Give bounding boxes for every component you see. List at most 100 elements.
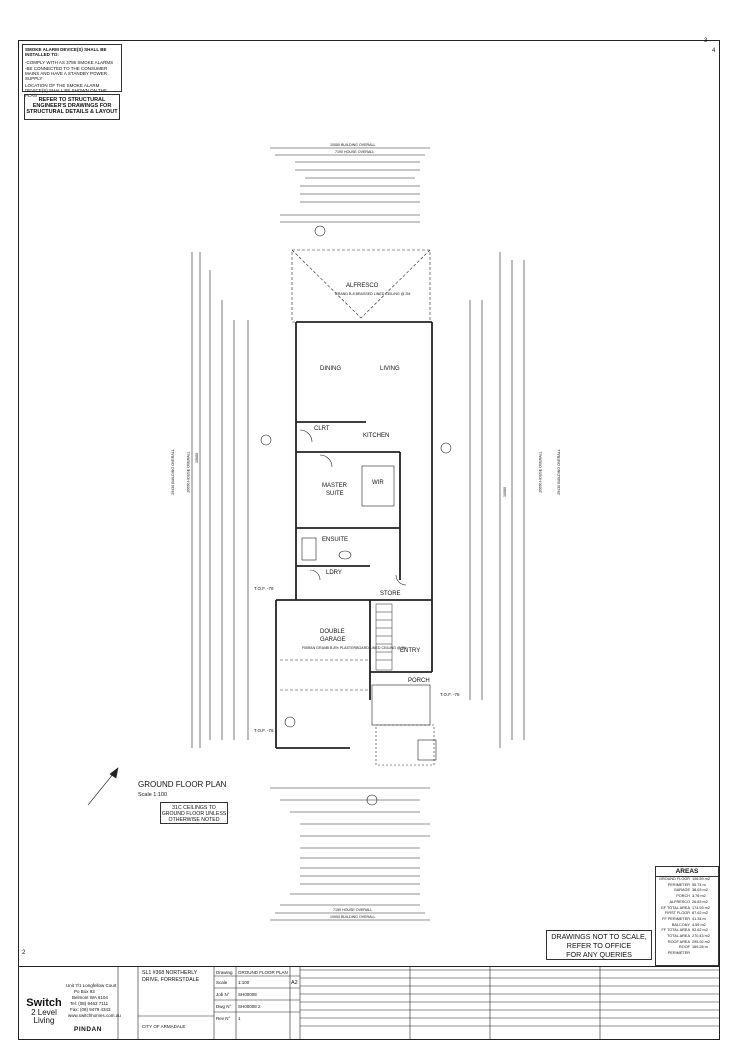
rev-value: 1 — [238, 1016, 241, 1021]
area-value: 55.74 m — [692, 882, 706, 887]
plan-title: GROUND FLOOR PLAN — [138, 780, 227, 789]
area-key: PERIMETER — [667, 882, 690, 887]
address-line2: Po Box 93 — [74, 989, 95, 994]
room-store: STORE — [380, 591, 401, 597]
room-entry: ENTRY — [400, 648, 421, 654]
building-overall-side-right: 29430 BUILDING OVERALL — [556, 449, 561, 495]
left-dimension: 15680 — [195, 453, 199, 463]
area-value: 169.28 m — [692, 945, 708, 950]
smoke-note-line3: LOCATION OF THE SMOKE ALARM DEVICE(S) SH… — [25, 83, 108, 99]
areas-title: AREAS — [656, 867, 718, 877]
area-value: 26.63 m2 — [692, 899, 708, 904]
area-value: 4.59 m2 — [692, 922, 706, 927]
area-value: 174.93 m2 — [692, 905, 710, 910]
room-double: DOUBLE — [320, 629, 345, 635]
area-value: 3.76 m2 — [692, 894, 706, 899]
house-overall-bottom: 7190 HOUSE OVERALL — [333, 908, 373, 912]
building-overall-bottom: 10050 BUILDING OVERALL — [330, 915, 376, 919]
alfresco-ceiling: GRAND B-8 BRASSED LINED CEILING @ 2M — [335, 292, 411, 296]
room-wir: WIR — [372, 480, 384, 486]
right-dimension: 10080 — [503, 487, 507, 497]
room-suite: SUITE — [326, 491, 344, 497]
room-kitchen: KITCHEN — [363, 433, 390, 439]
disclaimer-line2: REFER TO OFFICE — [566, 941, 632, 950]
area-key: TOTAL AREA — [667, 934, 690, 939]
tof-label-1: T.O.F. -76 — [254, 586, 274, 591]
project-address: SL1 #368 NORTHERLY DRIVE, FORRESTDALE — [142, 970, 200, 983]
area-value: 270.43 m2 — [692, 934, 710, 939]
area-key: GARAGE — [673, 888, 690, 893]
structural-note: REFER TO STRUCTURAL ENGINEER'S DRAWINGS … — [24, 94, 120, 120]
room-garage: GARAGE — [320, 637, 346, 643]
house-overall-top: 7190 HOUSE OVERALL — [335, 150, 375, 154]
brand-sub1: 2 Level — [31, 1008, 57, 1017]
address-line3: Belmont WA 6104 — [72, 995, 108, 1000]
area-key: GROUND FLOOR — [658, 877, 690, 881]
paper-size: A2 — [291, 980, 298, 986]
area-key: BALCONY — [671, 922, 690, 927]
corner-number: 2 — [22, 950, 26, 956]
partner-logo: PINDAN — [74, 1026, 102, 1033]
dwg-value: SH00008 2 — [238, 1004, 261, 1009]
disclaimer-line3: FOR ANY QUERIES — [566, 950, 632, 959]
room-alfresco: ALFRESCO — [346, 283, 379, 289]
room-dining: DINING — [320, 366, 341, 372]
garage-ceiling: FIBRAN GRANB B-8% PLASTERBOARD LINED CEI… — [302, 646, 407, 650]
area-key: ROOF PERIMETER — [667, 945, 690, 956]
smoke-alarm-note: SMOKE ALARM DEVICE(S) SHALL BE INSTALLED… — [22, 44, 122, 98]
room-master: MASTER — [322, 483, 348, 489]
sheet-total: 4 — [712, 48, 716, 54]
tof-label-3: T.O.F. -76 — [440, 692, 460, 697]
brand-name: Switch — [26, 997, 62, 1009]
room-ensuite: ENSUITE — [322, 537, 349, 543]
building-overall-top: 10050 BUILDING OVERALL — [330, 143, 376, 147]
area-value: 92.62 m2 — [692, 928, 708, 933]
tof-label-2: T.O.F. -76 — [254, 728, 274, 733]
area-value: 38.03 m2 — [692, 888, 708, 893]
room-living: LIVING — [380, 366, 400, 372]
drawing-value: GROUND FLOOR PLAN — [238, 970, 288, 975]
house-overall-side: 26650 HOUSE OVERALL — [186, 451, 191, 493]
website[interactable]: www.switchhomes.com.au — [68, 1013, 121, 1018]
area-key: ALFRESCO — [669, 899, 690, 904]
dwg-label: Dwg N° — [216, 1004, 232, 1009]
area-key: FF TOTAL AREA — [661, 928, 690, 933]
room-ldry: LDRY — [326, 570, 342, 576]
room-clrt: CLRT — [314, 426, 330, 432]
phone-number: Tel: (08) 9463 7111 — [70, 1001, 109, 1006]
job-label: Job N° — [216, 992, 230, 997]
rev-label: Rev N° — [216, 1016, 231, 1021]
drawing-label: Drawing — [216, 970, 233, 975]
plan-scale: Scale 1:100 — [138, 792, 168, 798]
smoke-note-line1: -COMPLY WITH AS 3786 SMOKE ALARMS — [25, 60, 114, 66]
room-porch: PORCH — [408, 678, 430, 684]
scale-label: Scale — [216, 980, 228, 985]
drawing-sheet — [18, 40, 720, 1040]
disclaimer-line1: DRAWINGS NOT TO SCALE, — [551, 932, 647, 941]
area-value: 106.59 m2 — [692, 877, 710, 881]
area-value: 41.34 m — [692, 916, 706, 921]
house-overall-side-right: 26650 HOUSE OVERALL — [538, 451, 543, 493]
brand-sub2: Living — [33, 1016, 55, 1025]
fax-number: Fax: (08) 9479 4343 — [70, 1007, 111, 1012]
sheet-number: 3 — [704, 38, 708, 44]
area-value: 295.92 m2 — [692, 939, 710, 944]
area-key: PORCH — [676, 894, 690, 899]
area-key: GF TOTAL AREA — [660, 905, 690, 910]
job-value: SH00008 — [238, 992, 257, 997]
building-overall-side: 29430 BUILDING OVERALL — [170, 449, 175, 495]
scale-value: 1:100 — [238, 980, 250, 985]
disclaimer-box: DRAWINGS NOT TO SCALE, REFER TO OFFICE F… — [546, 930, 652, 960]
